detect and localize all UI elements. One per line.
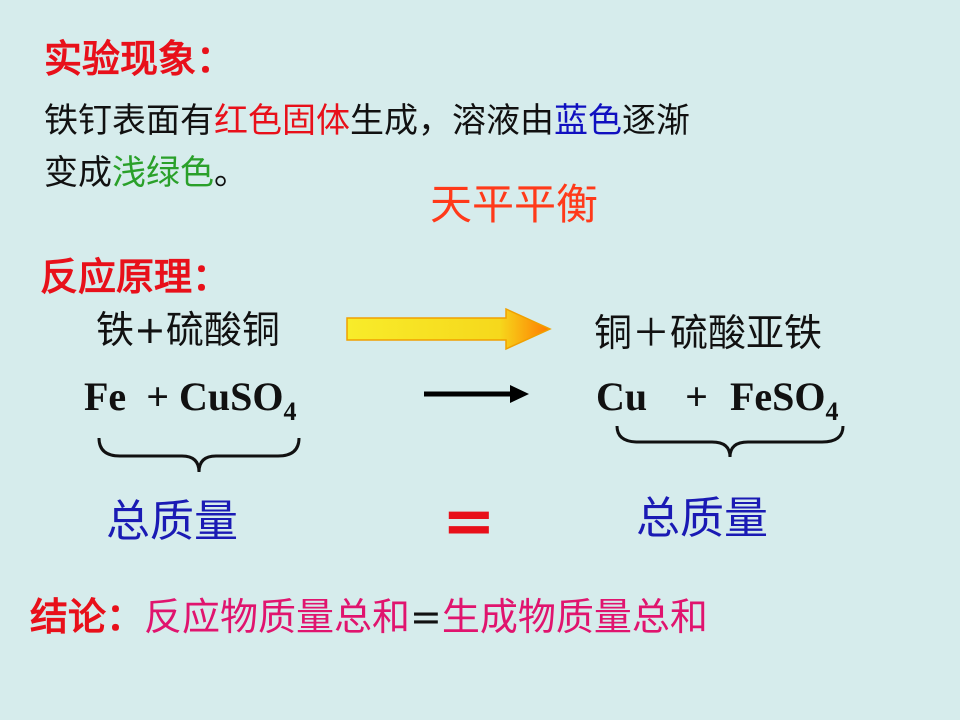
- reactants-words: 铁+硫酸铜: [96, 308, 280, 352]
- conclusion-label: 结论：: [30, 595, 145, 639]
- total-mass-left: 总质量: [106, 496, 238, 547]
- products-mass-sum: 生成物质量总和: [441, 595, 708, 639]
- phenomenon-text: 生成，溶液由: [350, 101, 554, 141]
- products-formula-subscript: 4: [825, 397, 839, 426]
- principle-heading: 反应原理：: [40, 255, 231, 299]
- reactants-mass-sum: 反应物质量总和: [144, 595, 411, 639]
- products-words: 铜＋硫酸亚铁: [594, 311, 823, 355]
- reactants-formula: Fe + CuSO4: [84, 377, 296, 425]
- phenomenon-text: 铁钉表面有: [44, 101, 214, 141]
- reaction-arrow-icon: [424, 385, 529, 403]
- copper-formula: Cu: [596, 374, 648, 419]
- total-mass-right: 总质量: [636, 493, 768, 544]
- phenomenon-text: 变成: [44, 153, 112, 193]
- ferrous-sulfate-formula: FeSO: [729, 374, 826, 419]
- plus-sign: +: [685, 374, 708, 419]
- phenomenon-text: 逐渐: [622, 101, 690, 141]
- phenomenon-line-1: 铁钉表面有红色固体生成，溶液由蓝色逐渐: [44, 99, 690, 143]
- phenomenon-line-2: 变成浅绿色。: [44, 151, 248, 195]
- products-formula: Cu + FeSO4: [596, 377, 838, 425]
- light-green-text: 浅绿色: [112, 153, 214, 193]
- equals-sign: =: [442, 485, 496, 559]
- red-solid-text: 红色固体: [214, 101, 350, 141]
- left-brace-icon: [97, 437, 301, 473]
- word-equation-arrow-icon: [346, 307, 552, 351]
- conclusion-line: 结论：反应物质量总和=生成物质量总和: [30, 598, 708, 636]
- right-brace-icon: [615, 425, 845, 458]
- balance-statement: 天平平衡: [430, 180, 599, 229]
- conclusion-equals: =: [410, 595, 442, 639]
- blue-color-text: 蓝色: [554, 101, 622, 141]
- reactants-formula-text: Fe + CuSO: [84, 374, 284, 419]
- phenomenon-heading: 实验现象：: [44, 37, 235, 81]
- phenomenon-text: 。: [214, 153, 248, 193]
- reactants-formula-subscript: 4: [283, 397, 297, 426]
